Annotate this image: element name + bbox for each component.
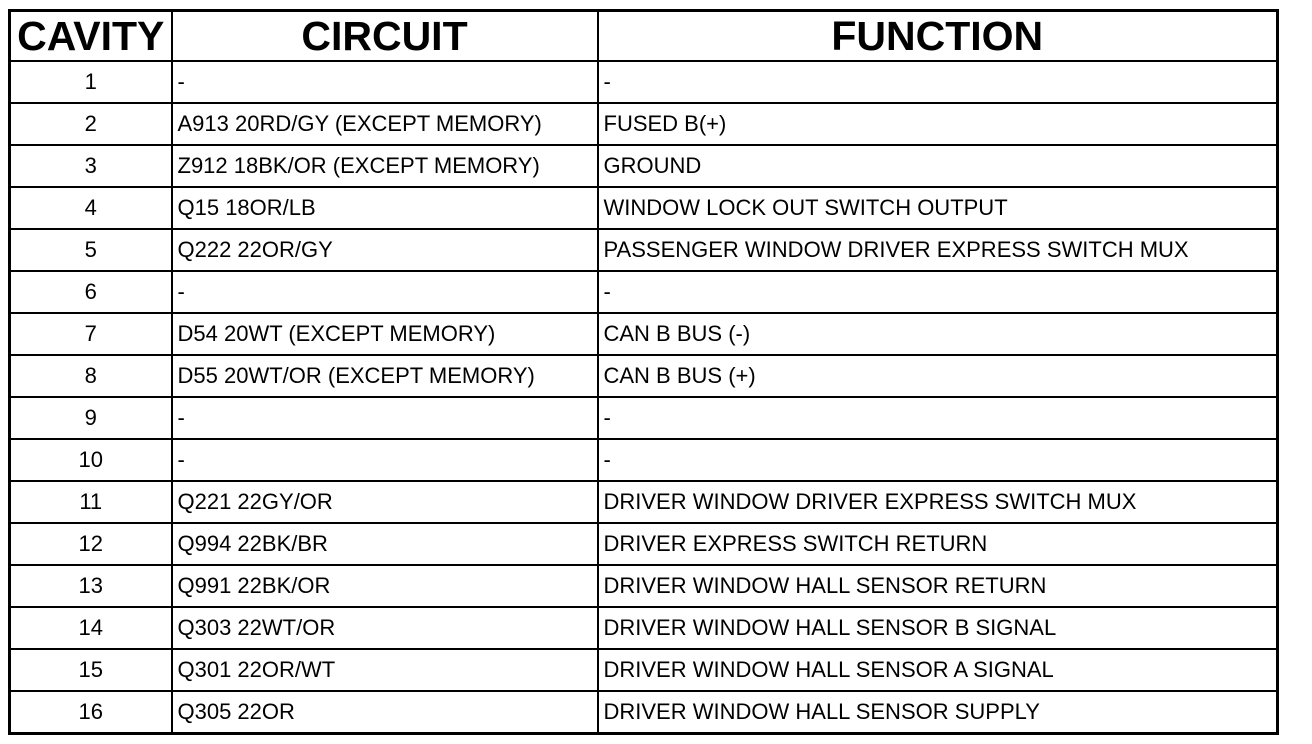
- circuit-cell: -: [170, 438, 599, 482]
- cavity-cell: 15: [8, 648, 173, 692]
- function-cell: WINDOW LOCK OUT SWITCH OUTPUT: [596, 186, 1279, 230]
- cavity-cell: 10: [8, 438, 173, 482]
- header-function: FUNCTION: [596, 9, 1279, 62]
- circuit-cell: Q301 22OR/WT: [170, 648, 599, 692]
- circuit-cell: Q222 22OR/GY: [170, 228, 599, 272]
- function-cell: FUSED B(+): [596, 102, 1279, 146]
- function-cell: PASSENGER WINDOW DRIVER EXPRESS SWITCH M…: [596, 228, 1279, 272]
- cavity-cell: 3: [8, 144, 173, 188]
- table-row: 6--: [8, 270, 1279, 314]
- circuit-cell: Q994 22BK/BR: [170, 522, 599, 566]
- function-cell: -: [596, 270, 1279, 314]
- function-cell: CAN B BUS (-): [596, 312, 1279, 356]
- circuit-cell: D55 20WT/OR (EXCEPT MEMORY): [170, 354, 599, 398]
- function-cell: GROUND: [596, 144, 1279, 188]
- circuit-cell: -: [170, 60, 599, 104]
- header-row: CAVITY CIRCUIT FUNCTION: [8, 9, 1279, 62]
- table-row: 9--: [8, 396, 1279, 440]
- cavity-cell: 1: [8, 60, 173, 104]
- function-cell: CAN B BUS (+): [596, 354, 1279, 398]
- header-cavity: CAVITY: [8, 9, 173, 62]
- table-row: 10--: [8, 438, 1279, 482]
- circuit-cell: A913 20RD/GY (EXCEPT MEMORY): [170, 102, 599, 146]
- circuit-cell: Q221 22GY/OR: [170, 480, 599, 524]
- circuit-cell: -: [170, 396, 599, 440]
- cavity-cell: 14: [8, 606, 173, 650]
- cavity-cell: 5: [8, 228, 173, 272]
- function-cell: DRIVER WINDOW HALL SENSOR A SIGNAL: [596, 648, 1279, 692]
- cavity-cell: 9: [8, 396, 173, 440]
- circuit-cell: Q305 22OR: [170, 690, 599, 735]
- function-cell: DRIVER WINDOW HALL SENSOR RETURN: [596, 564, 1279, 608]
- function-cell: DRIVER WINDOW HALL SENSOR B SIGNAL: [596, 606, 1279, 650]
- circuit-cell: D54 20WT (EXCEPT MEMORY): [170, 312, 599, 356]
- circuit-cell: Z912 18BK/OR (EXCEPT MEMORY): [170, 144, 599, 188]
- circuit-cell: Q15 18OR/LB: [170, 186, 599, 230]
- cavity-cell: 13: [8, 564, 173, 608]
- function-cell: -: [596, 60, 1279, 104]
- cavity-cell: 7: [8, 312, 173, 356]
- function-cell: -: [596, 396, 1279, 440]
- cavity-cell: 8: [8, 354, 173, 398]
- cavity-cell: 11: [8, 480, 173, 524]
- cavity-cell: 4: [8, 186, 173, 230]
- cavity-cell: 12: [8, 522, 173, 566]
- function-cell: DRIVER WINDOW DRIVER EXPRESS SWITCH MUX: [596, 480, 1279, 524]
- cavity-cell: 6: [8, 270, 173, 314]
- cavity-cell: 16: [8, 690, 173, 735]
- circuit-cell: -: [170, 270, 599, 314]
- cavity-cell: 2: [8, 102, 173, 146]
- function-cell: DRIVER WINDOW HALL SENSOR SUPPLY: [596, 690, 1279, 735]
- header-circuit: CIRCUIT: [170, 9, 599, 62]
- circuit-cell: Q991 22BK/OR: [170, 564, 599, 608]
- table-row: 1--: [8, 60, 1279, 104]
- function-cell: -: [596, 438, 1279, 482]
- function-cell: DRIVER EXPRESS SWITCH RETURN: [596, 522, 1279, 566]
- circuit-cell: Q303 22WT/OR: [170, 606, 599, 650]
